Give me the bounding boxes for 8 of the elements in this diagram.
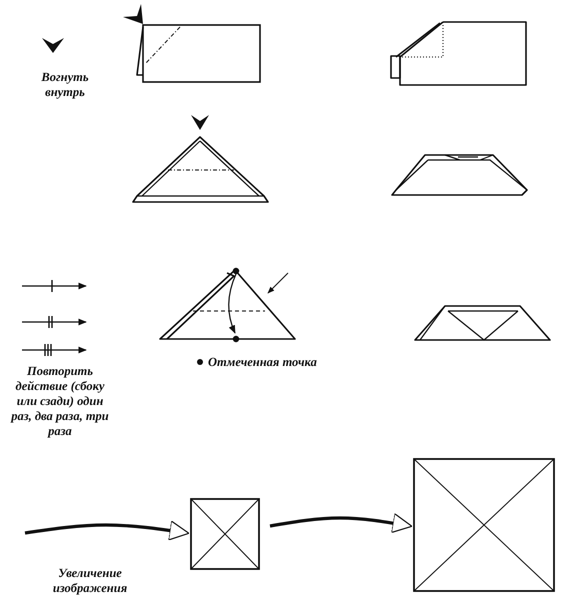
fold-label: Вогнуть внутрь <box>40 70 90 100</box>
square-drawing <box>413 458 555 592</box>
square-drawing <box>190 498 260 570</box>
marked-point-label: Отмеченная точка <box>208 355 318 370</box>
enlarge-arrow <box>24 520 190 541</box>
repeat-label: Повторить действие (сбоку или сзади) один раз, два раза, три раза <box>10 364 110 439</box>
enlarge-arrow <box>270 513 412 534</box>
enlarge-label: Увеличение изображения <box>52 566 128 596</box>
